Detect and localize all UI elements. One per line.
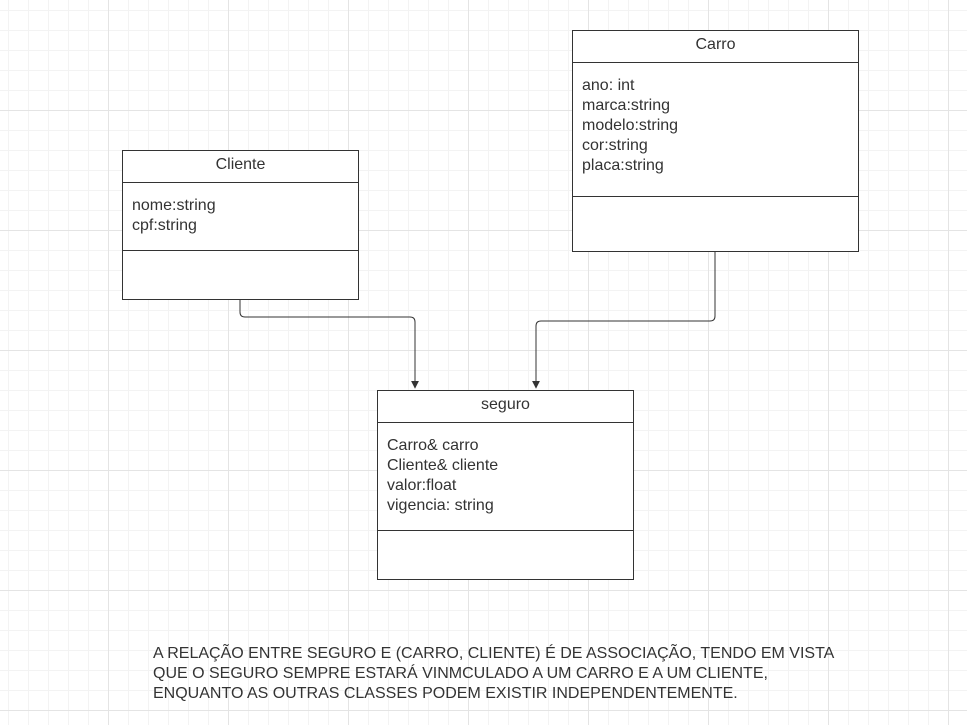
note-line: ENQUANTO AS OUTRAS CLASSES PODEM EXISTIR…	[153, 685, 738, 702]
note-line: A RELAÇÃO ENTRE SEGURO E (CARRO, CLIENTE…	[153, 645, 835, 662]
attribute-cor: cor:string	[582, 137, 648, 154]
attribute-ano: ano: int	[582, 77, 635, 94]
attribute-cliente-ref: Cliente& cliente	[387, 457, 499, 474]
attribute-cpf: cpf:string	[132, 217, 197, 234]
attributes-compartment-carro: ano: int marca:string modelo:string cor:…	[573, 63, 858, 197]
attribute-carro-ref: Carro& carro	[387, 437, 479, 454]
attributes-compartment-seguro: Carro& carro Cliente& cliente valor:floa…	[378, 423, 633, 531]
note-line: QUE O SEGURO SEMPRE ESTARÁ VINMCULADO A …	[153, 665, 768, 682]
association-cliente-to-seguro[interactable]	[239, 300, 419, 389]
attribute-placa: placa:string	[582, 157, 664, 174]
class-name-seguro: seguro	[378, 391, 633, 423]
association-explanation-note: A RELAÇÃO ENTRE SEGURO E (CARRO, CLIENTE…	[153, 644, 913, 704]
class-box-cliente[interactable]: Cliente nome:string cpf:string	[122, 150, 359, 300]
attribute-nome: nome:string	[132, 197, 216, 214]
class-box-carro[interactable]: Carro ano: int marca:string modelo:strin…	[572, 30, 859, 252]
attribute-modelo: modelo:string	[582, 117, 679, 134]
attributes-compartment-cliente: nome:string cpf:string	[123, 183, 358, 251]
class-box-seguro[interactable]: seguro Carro& carro Cliente& cliente val…	[377, 390, 634, 580]
attribute-vigencia: vigencia: string	[387, 497, 494, 514]
class-name-cliente: Cliente	[123, 151, 358, 183]
attribute-marca: marca:string	[582, 97, 671, 114]
attribute-valor: valor:float	[387, 477, 457, 494]
association-carro-to-seguro[interactable]	[532, 252, 716, 389]
class-name-carro: Carro	[573, 31, 858, 63]
